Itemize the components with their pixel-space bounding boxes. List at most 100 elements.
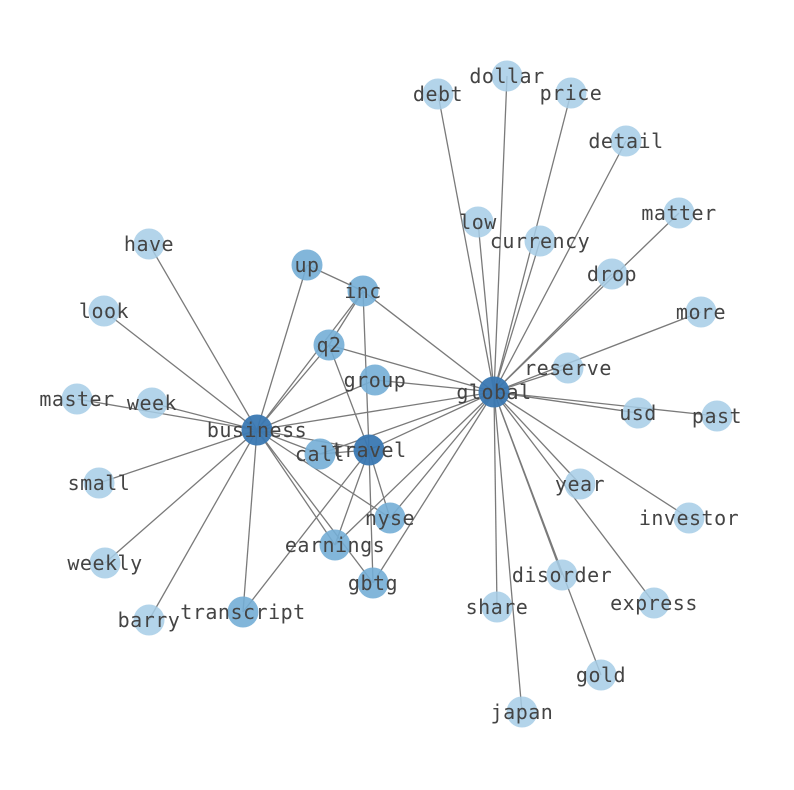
node-label-disorder: disorder — [512, 563, 612, 587]
edge-global-gold — [493, 391, 602, 676]
edge-business-inc — [256, 290, 364, 431]
node-currency — [524, 225, 556, 257]
node-small — [83, 467, 115, 499]
node-label-small: small — [68, 471, 131, 495]
nodes-layer — [61, 60, 733, 728]
node-investor — [673, 502, 705, 534]
node-nyse — [374, 502, 406, 534]
node-label-group: group — [344, 368, 407, 392]
node-label-weekly: weekly — [67, 551, 142, 575]
node-inc — [347, 275, 379, 307]
node-label-gbtg: gbtg — [348, 571, 398, 595]
node-gold — [585, 659, 617, 691]
edge-global-low — [477, 221, 495, 393]
node-label-share: share — [466, 595, 529, 619]
edge-global-group — [374, 379, 495, 393]
edge-business-group — [256, 379, 376, 431]
node-express — [638, 587, 670, 619]
node-label-business: business — [207, 418, 307, 442]
edge-business-travel — [256, 429, 370, 451]
node-global — [478, 376, 510, 408]
edge-business-nyse — [256, 429, 391, 519]
node-label-japan: japan — [491, 700, 554, 724]
node-label-q2: q2 — [316, 333, 341, 357]
edge-global-detail — [493, 140, 627, 393]
edge-global-earnings — [334, 391, 495, 546]
node-label-travel: travel — [331, 438, 406, 462]
node-label-earnings: earnings — [285, 533, 385, 557]
edge-global-debt — [437, 93, 495, 393]
edge-travel-q2 — [328, 344, 370, 451]
edge-global-inc — [362, 290, 495, 393]
node-label-drop: drop — [587, 262, 637, 286]
node-label-more: more — [676, 300, 726, 324]
edge-global-usd — [493, 391, 639, 414]
node-debt — [422, 78, 454, 110]
edge-business-barry — [148, 429, 258, 621]
edge-global-japan — [493, 391, 523, 713]
edge-business-have — [148, 243, 258, 431]
node-label-nyse: nyse — [365, 506, 415, 530]
edges-layer — [76, 75, 718, 713]
edge-global-share — [493, 391, 498, 608]
node-label-gold: gold — [576, 663, 626, 687]
node-label-week: week — [127, 391, 177, 415]
node-barry — [133, 604, 165, 636]
edge-global-past — [493, 391, 718, 417]
node-have — [133, 228, 165, 260]
edge-global-business — [256, 391, 495, 431]
node-label-usd: usd — [619, 401, 657, 425]
edge-global-call — [319, 391, 495, 455]
node-label-low: low — [459, 210, 497, 234]
node-gbtg — [357, 567, 389, 599]
node-dollar — [491, 60, 523, 92]
node-weekly — [89, 547, 121, 579]
node-label-reserve: reserve — [524, 356, 612, 380]
node-matter — [663, 197, 695, 229]
edge-global-year — [493, 391, 581, 485]
edge-global-drop — [493, 273, 613, 393]
edge-global-nyse — [389, 391, 495, 519]
node-label-price: price — [540, 81, 603, 105]
edge-business-weekly — [104, 429, 258, 564]
node-label-global: global — [456, 380, 531, 404]
node-call — [304, 438, 336, 470]
node-label-inc: inc — [344, 279, 382, 303]
node-q2 — [313, 329, 345, 361]
node-earnings — [319, 529, 351, 561]
node-look — [88, 295, 120, 327]
edge-global-more — [493, 311, 702, 393]
edge-travel-earnings — [334, 449, 370, 546]
node-reserve — [552, 352, 584, 384]
edge-business-week — [151, 402, 258, 431]
node-low — [462, 206, 494, 238]
node-up — [291, 249, 323, 281]
node-label-dollar: dollar — [469, 64, 544, 88]
edge-travel-gbtg — [368, 449, 374, 584]
edge-business-small — [98, 429, 258, 484]
edge-business-transcript — [242, 429, 258, 613]
node-label-barry: barry — [118, 608, 181, 632]
node-more — [685, 296, 717, 328]
node-share — [481, 591, 513, 623]
edge-global-q2 — [328, 344, 495, 393]
node-japan — [506, 696, 538, 728]
node-usd — [622, 397, 654, 429]
edge-business-q2 — [256, 344, 330, 431]
node-label-debt: debt — [413, 82, 463, 106]
edge-global-currency — [493, 240, 541, 393]
edge-global-travel — [368, 391, 495, 451]
node-label-master: master — [39, 387, 114, 411]
edge-business-earnings — [256, 429, 336, 546]
node-label-year: year — [555, 472, 605, 496]
node-master — [61, 383, 93, 415]
node-label-detail: detail — [588, 129, 663, 153]
node-drop — [596, 258, 628, 290]
edge-global-matter — [493, 212, 680, 393]
node-transcript — [227, 596, 259, 628]
edge-business-master — [76, 398, 258, 431]
node-past — [701, 400, 733, 432]
labels-layer: globalbusinesstravelincq2callearningsnys… — [39, 64, 741, 724]
